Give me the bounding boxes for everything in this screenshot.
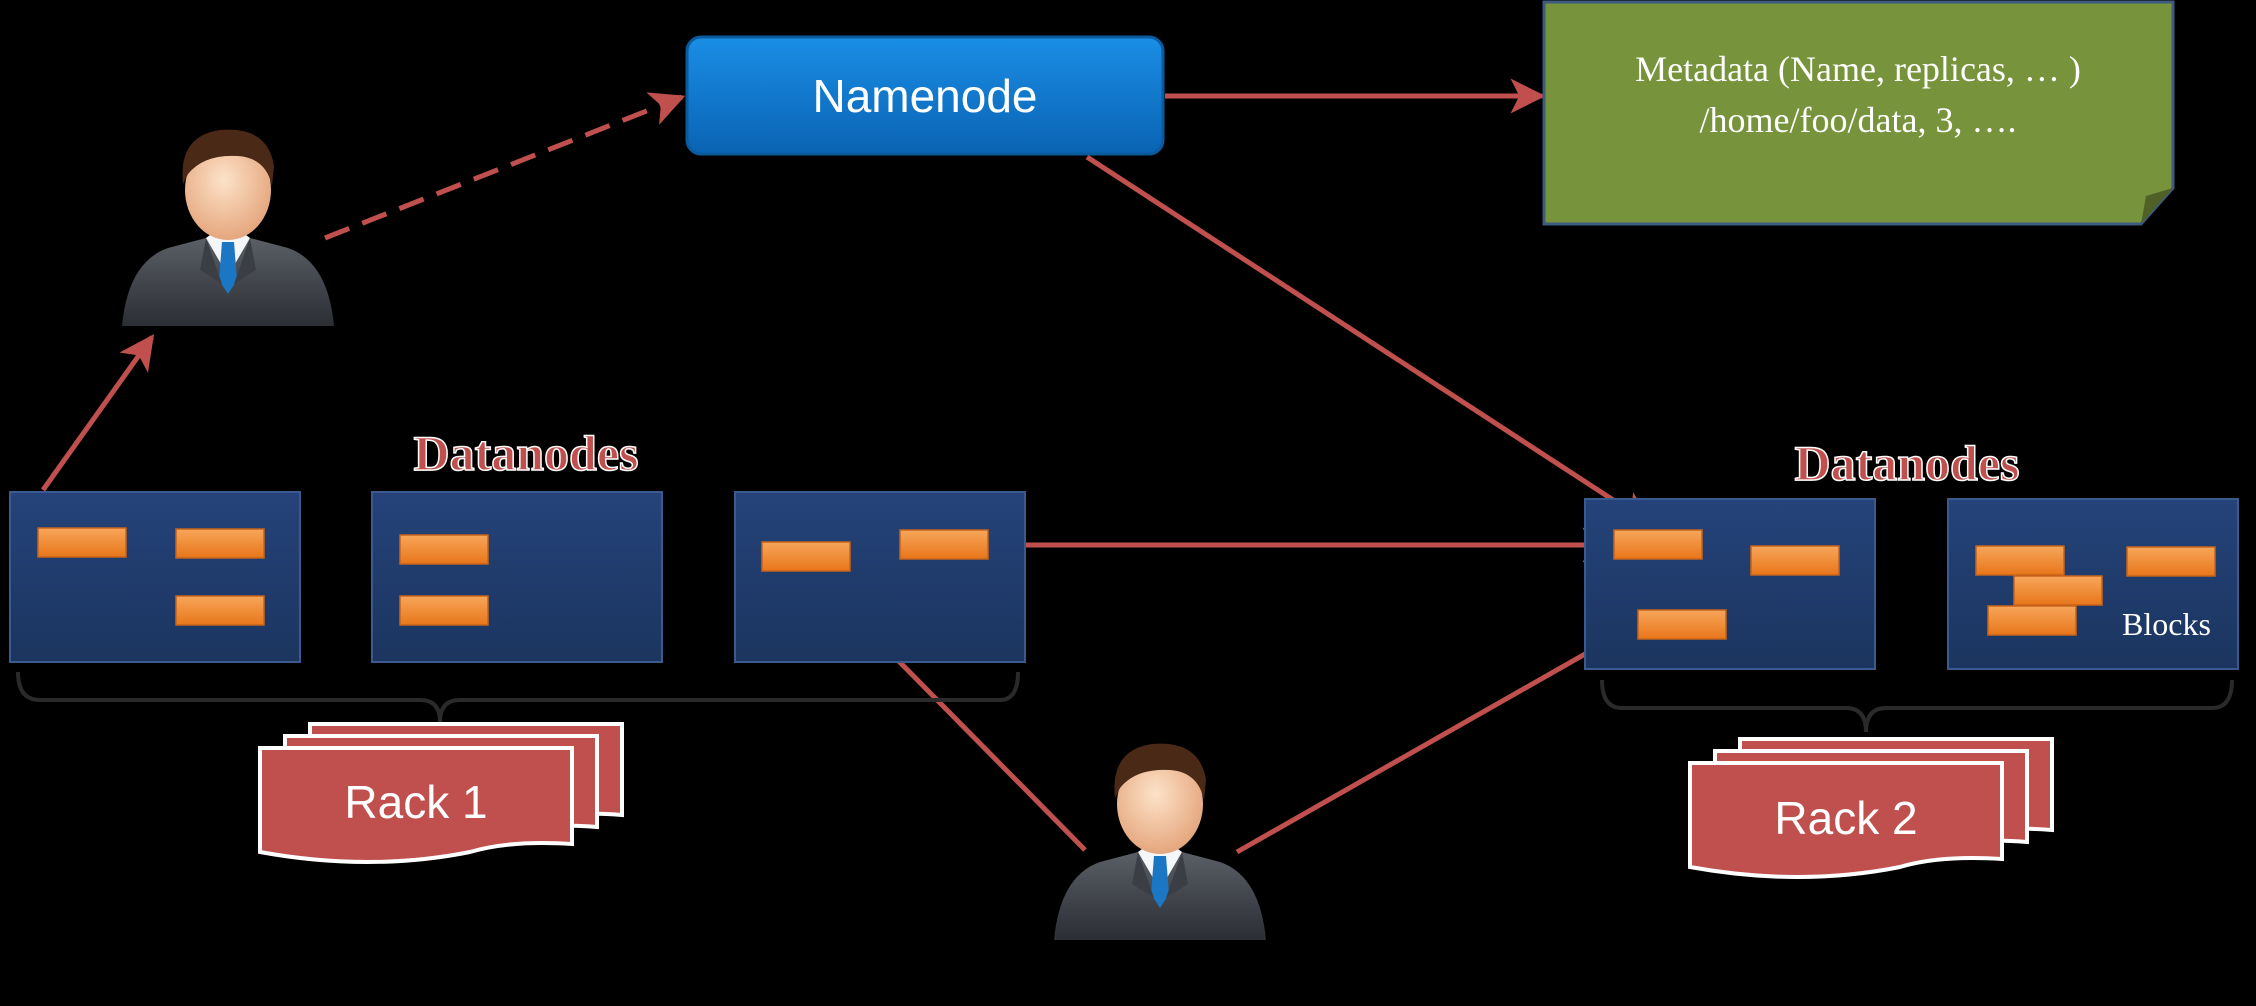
rack2-label: Rack 2: [1774, 792, 1917, 844]
user-icon: [122, 129, 334, 326]
data-block: [761, 541, 851, 572]
rack1-datanode-2: [371, 491, 663, 663]
namenode-box: Namenode: [685, 35, 1165, 156]
data-block: [399, 534, 489, 565]
metadata-line-2: /home/foo/data, 3, ….: [1700, 100, 2017, 140]
rack1-datanode-3: [734, 491, 1026, 663]
rack1-datanode-1: [9, 491, 301, 663]
data-block: [399, 595, 489, 626]
rack2-document-stack: Rack 2: [1688, 737, 2054, 879]
blocks-label: Blocks: [2122, 606, 2211, 642]
rack1-document-stack: Rack 1: [258, 722, 624, 864]
namenode-to-rack2-datanode-arrow: [1085, 154, 1653, 527]
data-block: [1750, 545, 1840, 576]
metadata-note: Metadata (Name, replicas, … ) /home/foo/…: [1542, 0, 2175, 226]
data-block: [1975, 545, 2065, 576]
rack2-brace: [1600, 679, 2234, 733]
rack1-datanodes-heading: Datanodes: [413, 425, 638, 481]
metadata-line-1: Metadata (Name, replicas, … ): [1635, 49, 2081, 89]
data-block: [175, 528, 265, 559]
data-block: [37, 527, 127, 558]
client-to-rack2-datanode-arrow: [1235, 622, 1640, 855]
rack1-label: Rack 1: [344, 776, 487, 828]
namenode-label: Namenode: [812, 70, 1037, 122]
data-block: [2126, 546, 2216, 577]
data-block: [175, 595, 265, 626]
rack2-datanodes-heading: Datanodes: [1794, 435, 2019, 491]
rack2-datanode-2: Blocks: [1947, 498, 2239, 670]
rack2-datanode-1: [1584, 498, 1876, 670]
data-block: [1613, 529, 1703, 560]
data-block: [899, 529, 989, 560]
data-block: [2013, 575, 2103, 606]
rack1-brace: [16, 671, 1020, 723]
datanode-to-client-arrow: [40, 334, 155, 492]
client-to-namenode-dashed-arrow: [324, 92, 686, 241]
data-block: [1987, 605, 2077, 636]
data-block: [1637, 609, 1727, 640]
user-icon: [1054, 743, 1266, 940]
